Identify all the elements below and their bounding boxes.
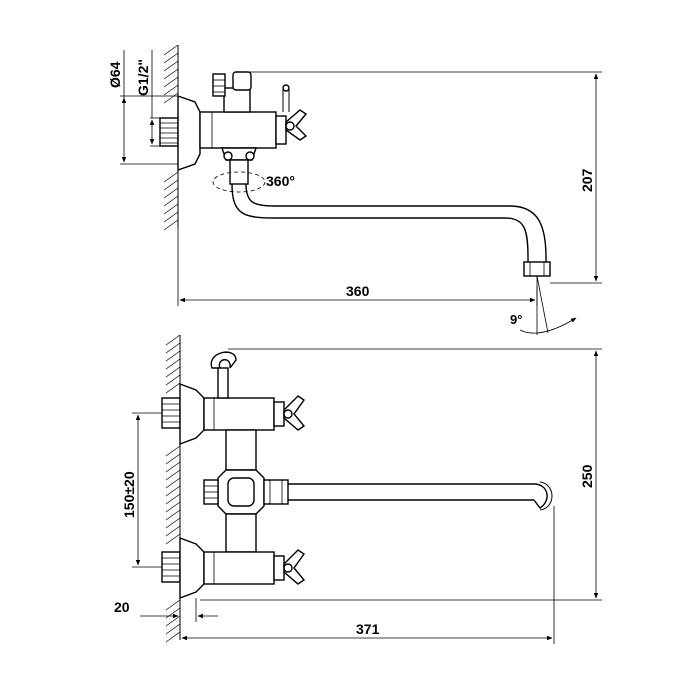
wall-hatch-line xyxy=(165,599,181,611)
wall-hatch-line xyxy=(165,477,181,489)
wall-hatch-line xyxy=(163,92,179,104)
wall-hatch-line xyxy=(165,350,181,362)
wall-hatch-line xyxy=(165,358,181,370)
wall-hatch-line xyxy=(163,179,179,191)
dim-rotation-label: 360° xyxy=(266,173,295,189)
wall-hatch-line xyxy=(163,195,179,207)
wall-hatch-line xyxy=(165,382,181,394)
dim-height-bottom-label: 250 xyxy=(579,464,595,488)
dim-centers-label: 150±20 xyxy=(121,471,137,518)
wall-hatch-line xyxy=(165,615,181,627)
dim-length-bottom-group: 371 xyxy=(181,506,555,644)
wall-hatch-line xyxy=(165,485,181,497)
dim-wall-gap-group: 20 xyxy=(114,598,218,622)
wall-hatch-line xyxy=(165,469,181,481)
dim-length-bottom-label: 371 xyxy=(356,621,380,637)
wall-bottom xyxy=(165,334,181,643)
wall-hatch-line xyxy=(165,374,181,386)
wall-hatch-line xyxy=(163,68,179,80)
wall-hatch-line xyxy=(165,607,181,619)
dim-angle-label: 9° xyxy=(510,312,522,327)
spout-pipe-top xyxy=(231,183,551,335)
wall-hatch-line xyxy=(165,501,181,513)
dim-diameter-group: Ø64 G1/2" xyxy=(107,50,178,165)
wall-hatch-line xyxy=(163,171,179,183)
wall-hatch-line xyxy=(163,203,179,215)
top-view: Ø64 G1/2" 360° 207 360 9° xyxy=(107,44,602,335)
wall-hatch-line xyxy=(165,509,181,521)
dim-angle-group: 9° xyxy=(510,312,577,334)
wall-hatch-line xyxy=(165,342,181,354)
dim-diameter-label: Ø64 xyxy=(107,61,123,88)
wall-hatch-line xyxy=(165,453,181,465)
wall-hatch-line xyxy=(163,76,179,88)
wall-hatch-line xyxy=(163,187,179,199)
wall-hatch-line xyxy=(163,219,179,231)
wall-hatch-line xyxy=(165,623,181,635)
wall-hatch-line xyxy=(163,52,179,64)
wall-hatch-line xyxy=(165,334,181,346)
wall-hatch-line xyxy=(165,493,181,505)
wall-hatch-line xyxy=(165,461,181,473)
wall-hatch-line xyxy=(165,517,181,529)
wall-hatch-line xyxy=(165,445,181,457)
wall-connector-top xyxy=(159,95,201,171)
dim-height-bottom-group: 250 xyxy=(200,348,602,601)
wall-hatch-line xyxy=(165,631,181,643)
dim-wall-gap-label: 20 xyxy=(114,599,130,615)
wall-hatch-line xyxy=(163,44,179,56)
dim-spout-length-label: 360 xyxy=(346,283,370,299)
wall-hatch-line xyxy=(165,366,181,378)
dim-height-top-group: 207 xyxy=(248,71,602,284)
wall-hatch-line xyxy=(165,525,181,537)
wall-hatch-line xyxy=(163,60,179,72)
dim-centers-group: 150±20 xyxy=(121,412,162,568)
bottom-view: 150±20 250 20 371 xyxy=(114,334,602,644)
inlet-upper xyxy=(161,382,306,446)
inlet-lower xyxy=(161,536,306,600)
spout-swivel xyxy=(212,147,266,193)
wall-hatch-line xyxy=(163,211,179,223)
wall-hatch-line xyxy=(165,533,181,545)
dim-height-top-label: 207 xyxy=(579,168,595,192)
mixer-body-top xyxy=(199,71,308,149)
spout-pipe-bottom xyxy=(288,481,553,511)
shower-holder xyxy=(210,351,237,399)
dim-spout-length-group: 360 xyxy=(177,228,538,306)
dim-thread-label: G1/2" xyxy=(135,59,151,96)
central-body xyxy=(203,429,289,553)
wall-hatch-line xyxy=(163,84,179,96)
